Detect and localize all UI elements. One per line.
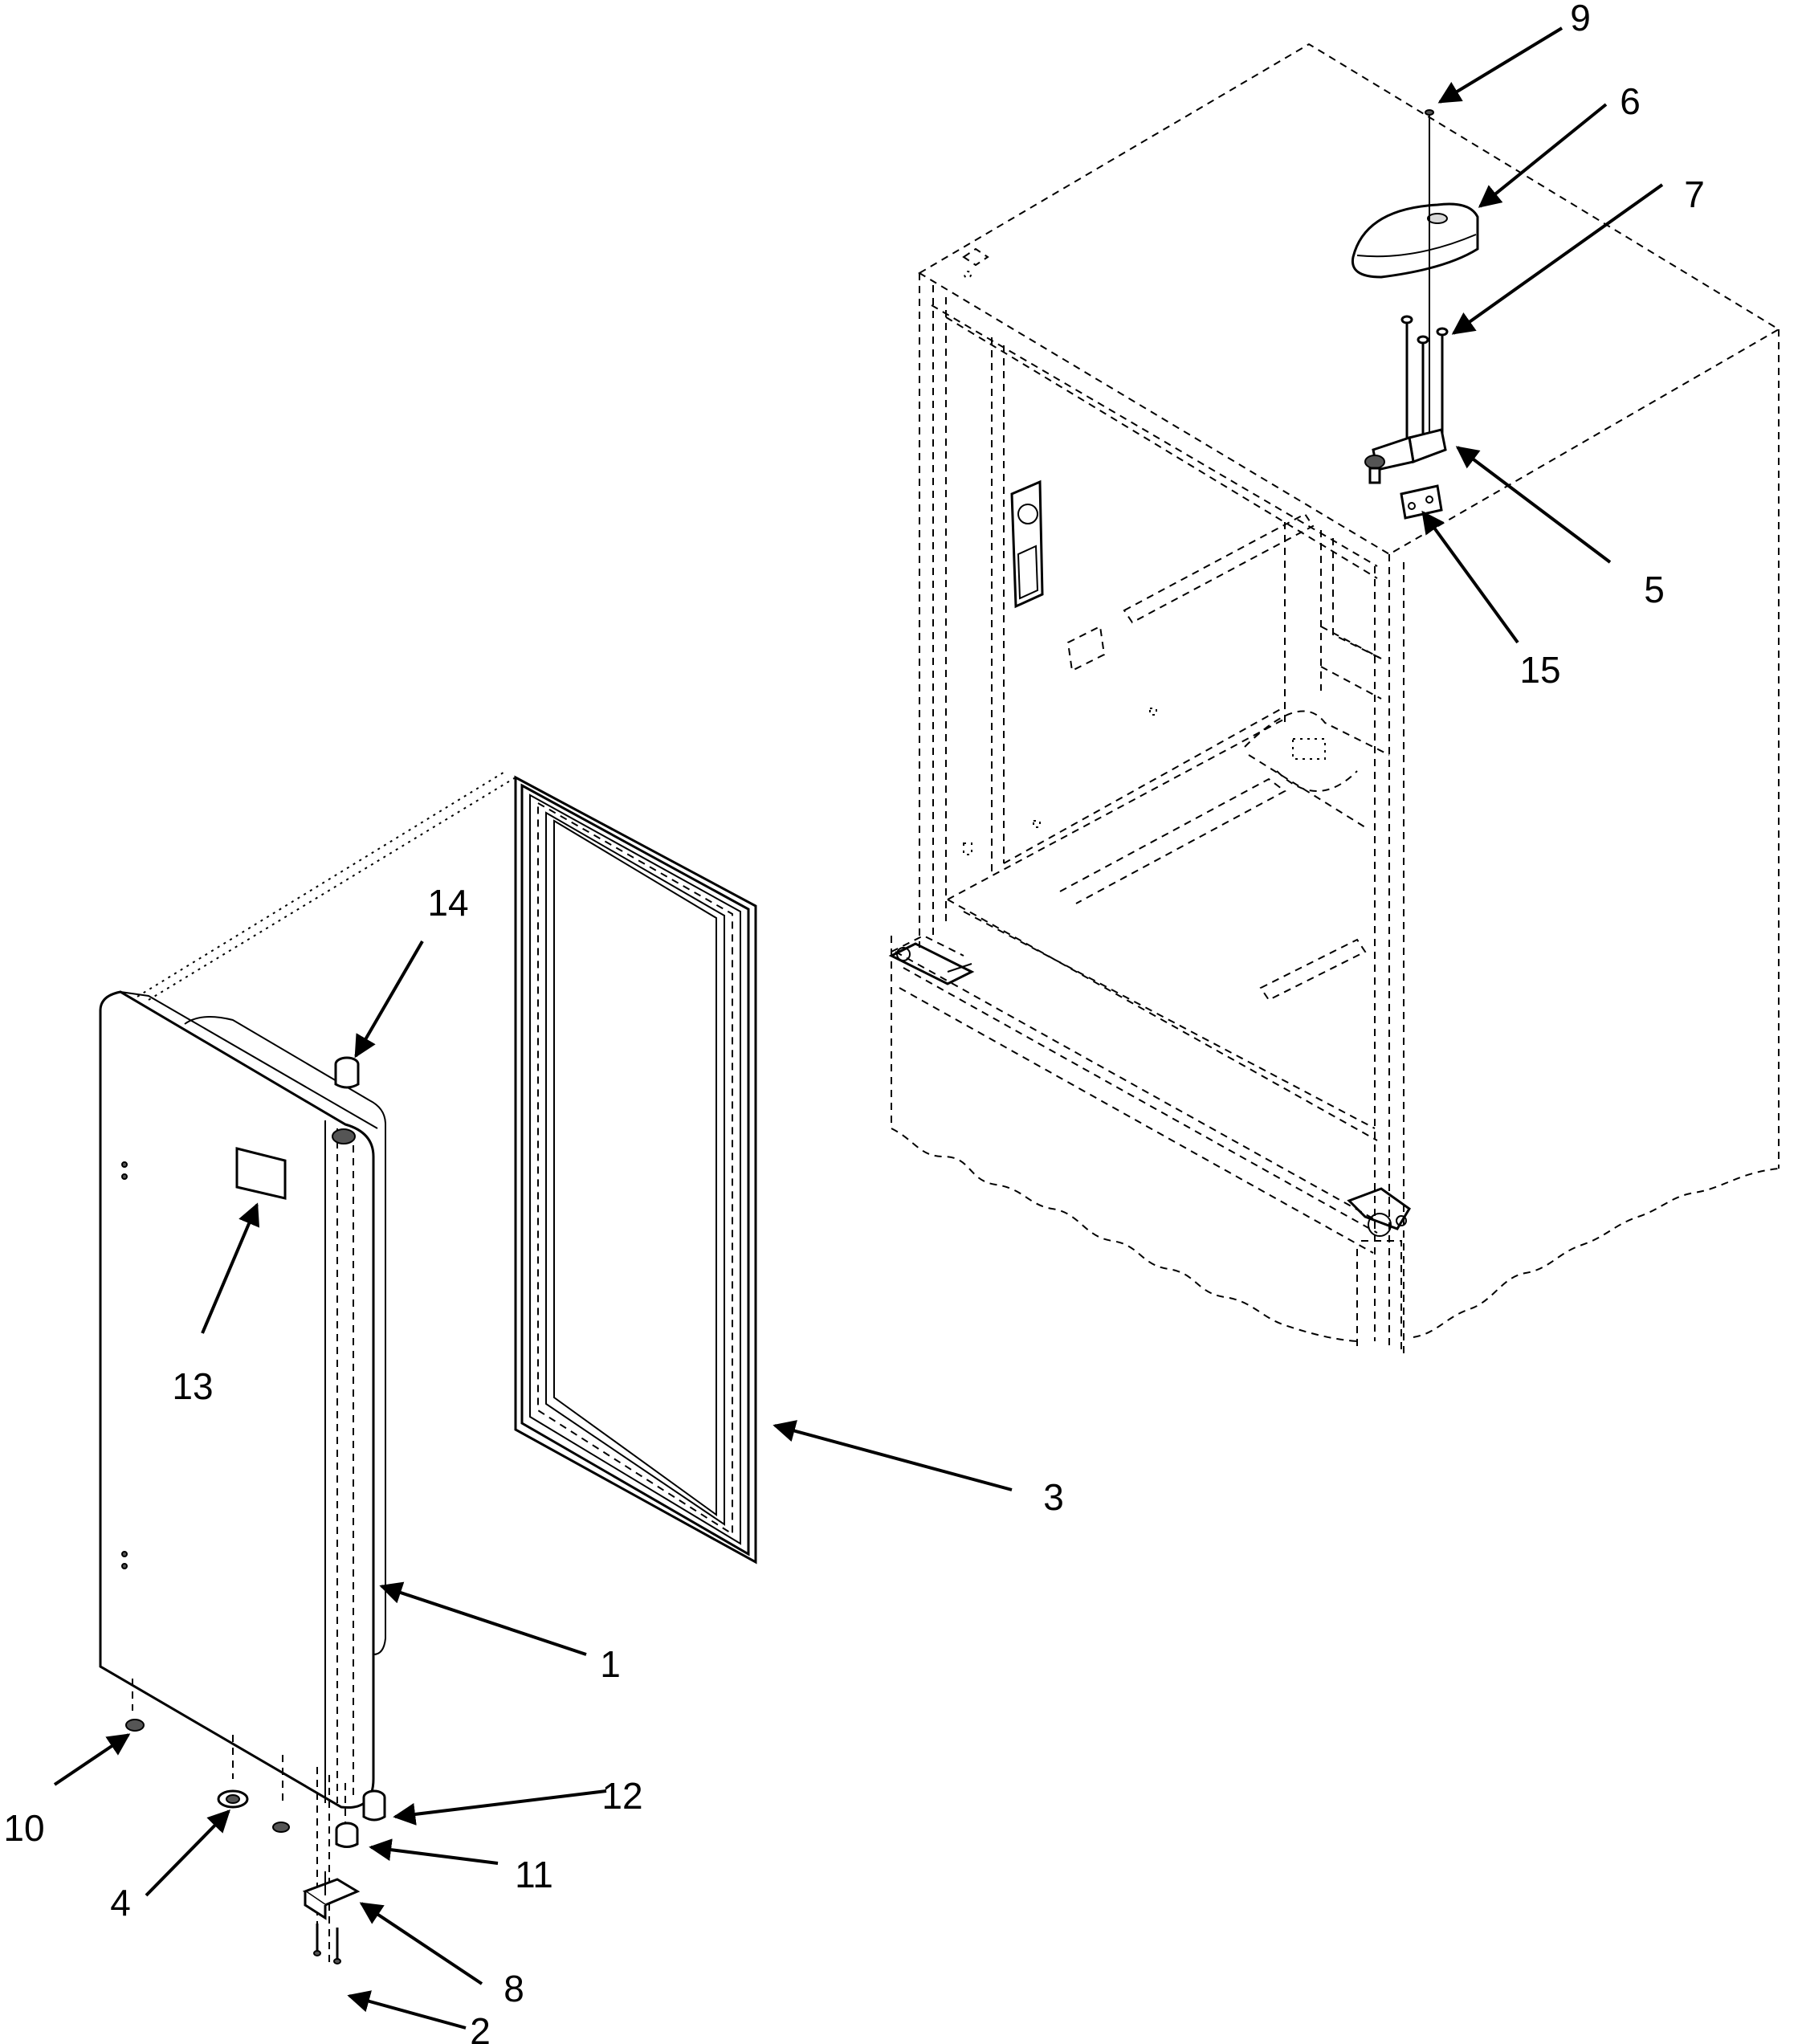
- callout-13: 13: [172, 1365, 213, 1407]
- hinge-bushing: [362, 1789, 386, 1822]
- callout-labels: 1 2 3 4 5 6 7 8 9 10 11 12 13 14 15: [3, 0, 1704, 2044]
- door-stop: [334, 1056, 360, 1089]
- callout-3: 3: [1043, 1476, 1064, 1518]
- hole-plug: [125, 1719, 145, 1732]
- callout-5: 5: [1644, 569, 1665, 610]
- hinge-shim: [1400, 484, 1443, 520]
- callout-9: 9: [1570, 0, 1591, 39]
- callout-10: 10: [3, 1807, 44, 1849]
- callout-11: 11: [515, 1854, 553, 1895]
- door-gasket: [514, 775, 757, 1565]
- callout-15: 15: [1519, 649, 1560, 691]
- hinge-screws: [1400, 315, 1449, 446]
- callout-7: 7: [1684, 173, 1705, 215]
- bottom-hinge-screws: [313, 1924, 341, 1964]
- callout-8: 8: [503, 1968, 524, 2009]
- leader-lines: [53, 27, 1664, 2030]
- refrigerator-cabinet: [888, 43, 1780, 1357]
- callout-14: 14: [427, 882, 468, 924]
- top-hinge: [1364, 428, 1447, 484]
- refrigerator-door: [99, 990, 386, 1968]
- callout-2: 2: [470, 2010, 491, 2044]
- hinge-cover: [1351, 202, 1479, 279]
- bottom-hinge: [302, 1871, 361, 1920]
- callout-6: 6: [1620, 80, 1641, 122]
- hinge-cover-screw: [1425, 109, 1434, 450]
- door-plug-large: [217, 1789, 290, 1833]
- hinge-bearing: [335, 1822, 359, 1848]
- callout-1: 1: [600, 1643, 621, 1685]
- callout-12: 12: [601, 1775, 642, 1817]
- callout-4: 4: [110, 1882, 131, 1924]
